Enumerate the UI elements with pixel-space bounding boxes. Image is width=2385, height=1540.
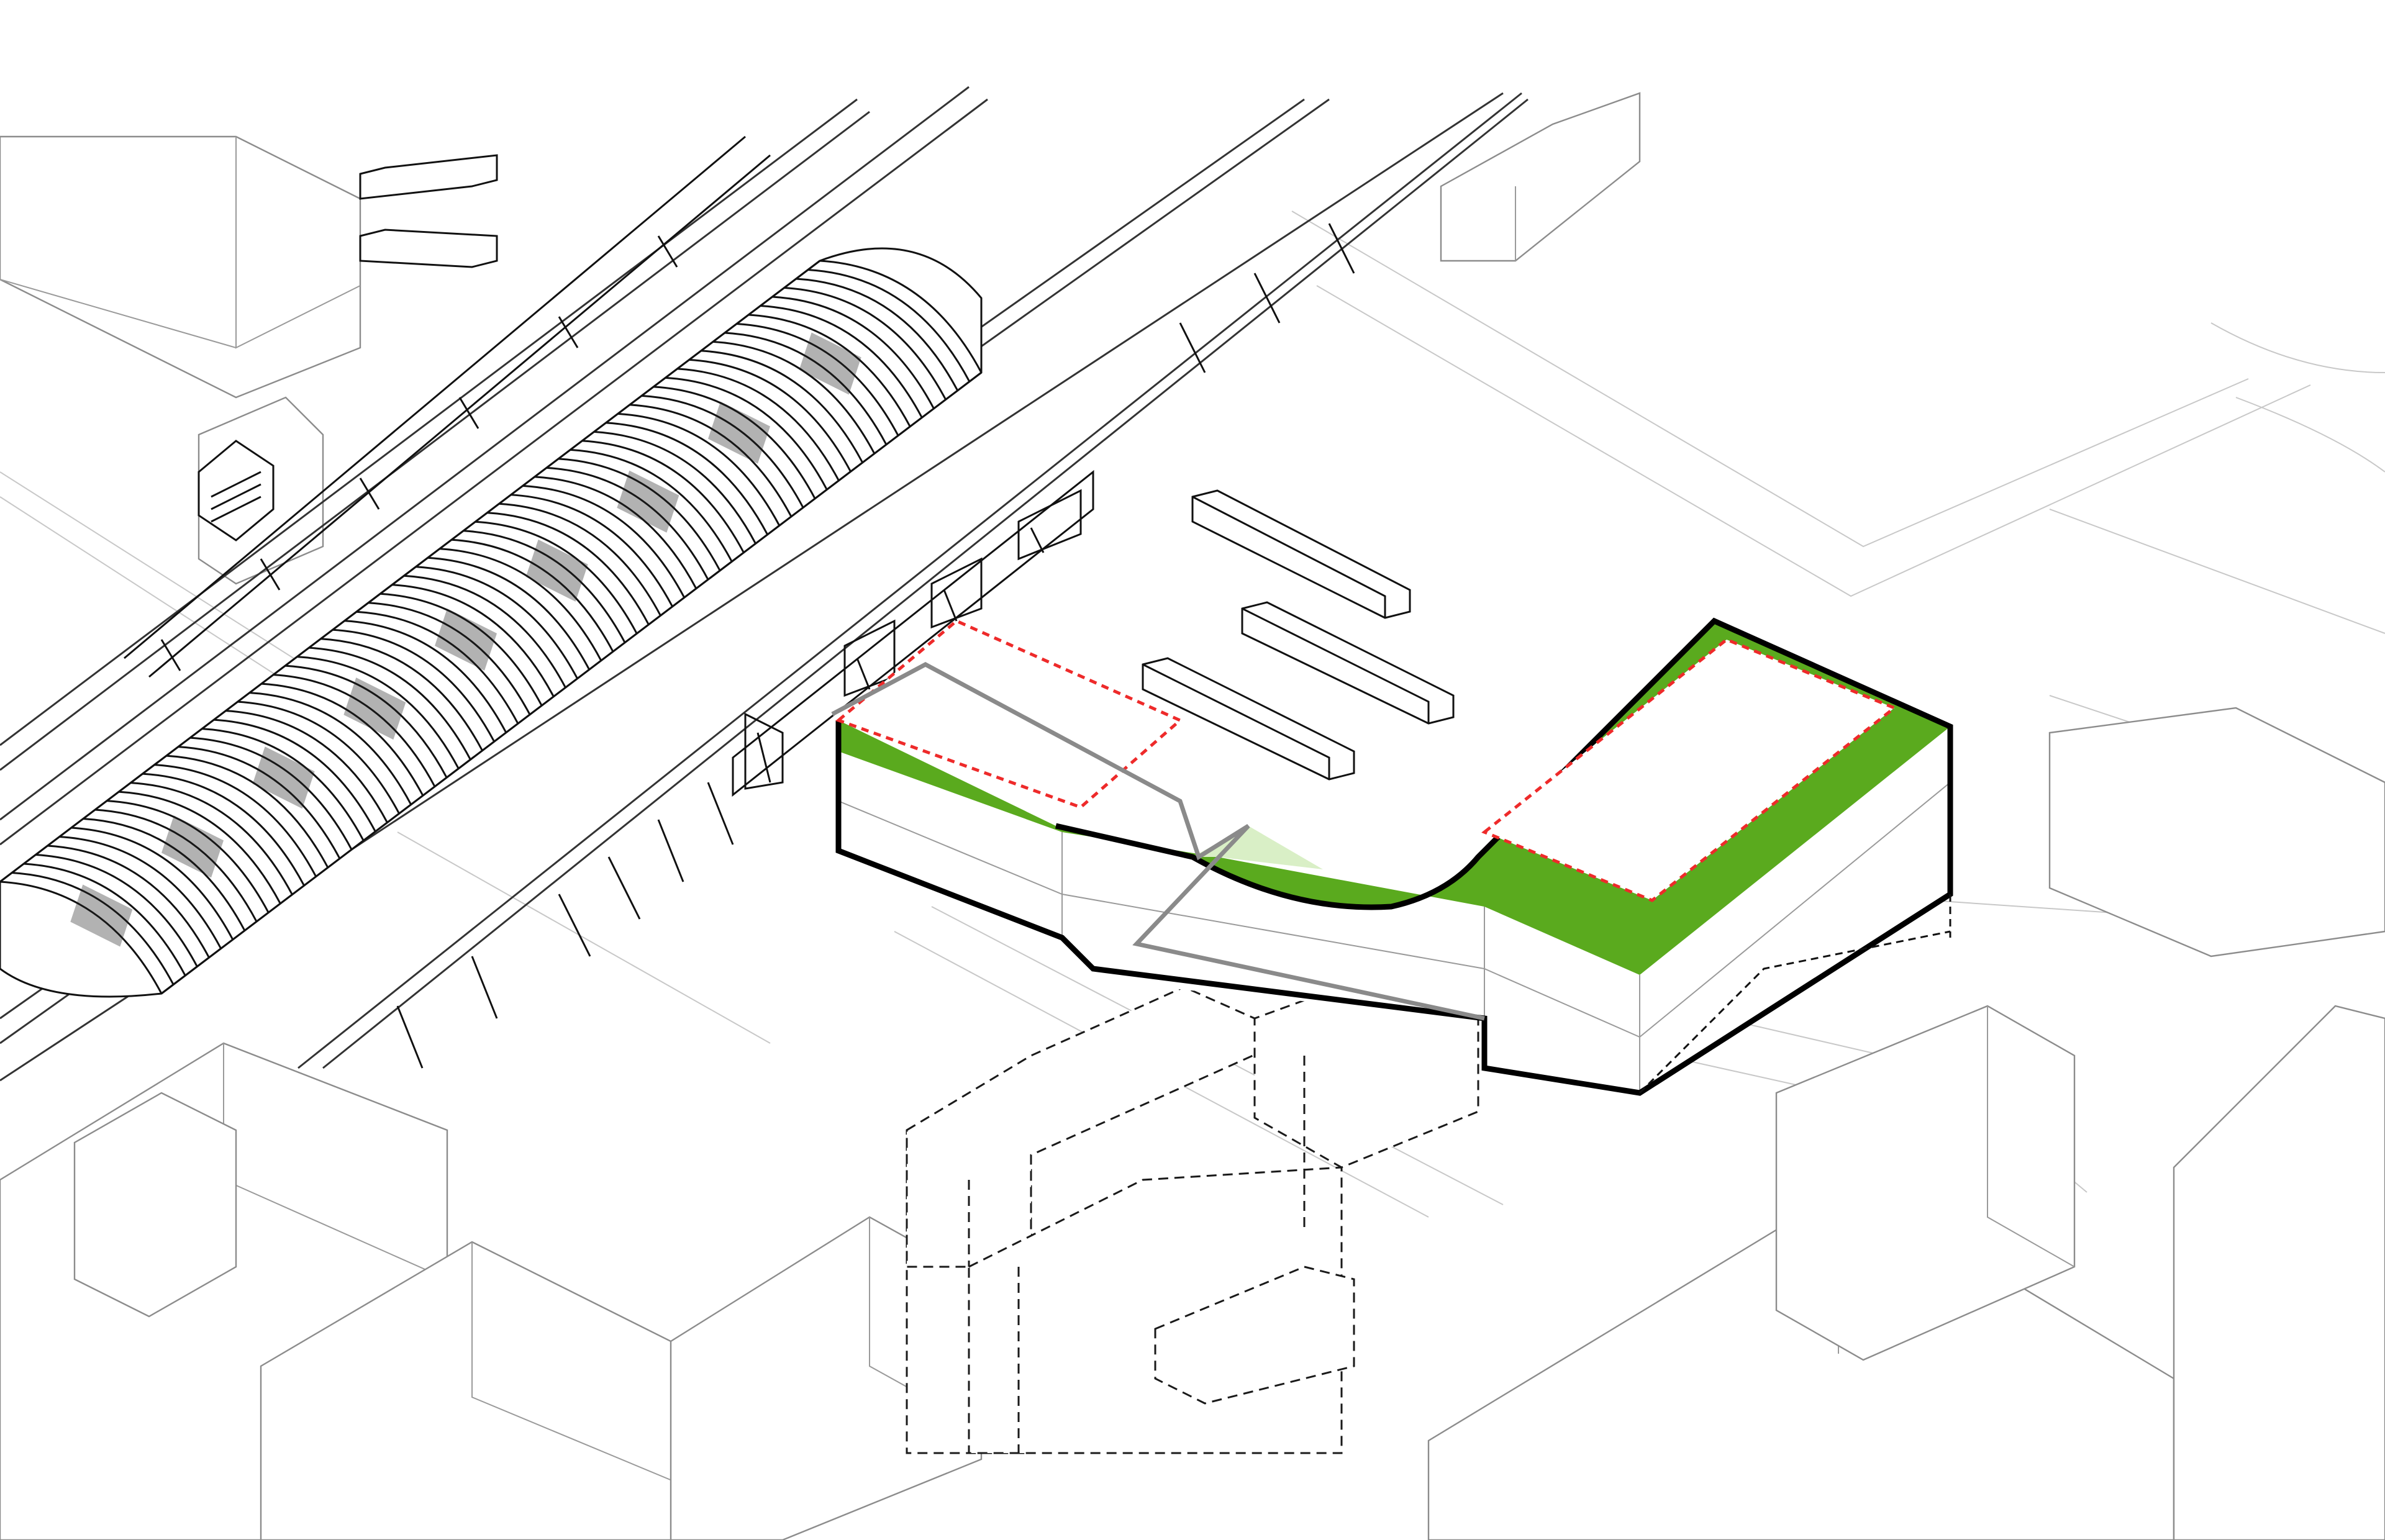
canopy-grid-patch — [161, 815, 224, 878]
canopy-rib — [71, 827, 234, 940]
green-roof-light — [1192, 826, 1323, 869]
canopy-rib — [297, 656, 460, 769]
canopy-rib — [594, 430, 756, 545]
canopy-rib — [677, 368, 840, 481]
canopy-rib — [142, 772, 305, 886]
canopy-grid-patch — [617, 470, 679, 533]
canopy-rib — [237, 700, 400, 814]
canopy-rib — [202, 728, 365, 841]
canopy-rib — [629, 404, 793, 517]
connection-line — [831, 662, 1485, 1021]
canopy-grid-patch — [70, 884, 133, 947]
canopy-rib — [178, 746, 341, 859]
canopy-grid-patch — [252, 746, 315, 809]
buses — [359, 154, 1455, 781]
canopy-rib — [487, 512, 650, 625]
canopy-rib — [261, 682, 424, 796]
canopy-rib — [320, 638, 483, 751]
canopy-rib — [189, 736, 353, 850]
canopy-rib — [499, 502, 661, 617]
canopy-grid-patch — [708, 401, 770, 464]
canopy-rib — [214, 718, 376, 832]
canopy-rib — [819, 260, 983, 373]
canopy-rib — [285, 664, 448, 778]
canopy-rib — [665, 376, 828, 491]
canopy-rib — [617, 412, 781, 527]
canopy-rib — [546, 466, 709, 581]
canopy-rib — [796, 278, 959, 391]
canopy-rib — [130, 782, 293, 895]
canopy-grid-patch — [435, 609, 497, 671]
canopy-grid-patch — [343, 677, 406, 740]
canopy-rib — [606, 422, 768, 535]
canopy-rib — [522, 484, 686, 599]
canopy-rib — [772, 296, 935, 409]
canopy-rib — [689, 358, 852, 473]
canopy-rib — [166, 754, 329, 868]
canopy-rib — [558, 458, 721, 571]
canopy-rib — [463, 530, 626, 643]
canopy-rib — [368, 602, 531, 715]
canopy-rib — [737, 322, 899, 437]
canopy-rib — [83, 818, 246, 931]
canopy-rib — [380, 592, 543, 706]
context-buildings — [0, 92, 2385, 1540]
canopy-rib — [534, 476, 697, 589]
platform-shelters — [124, 135, 771, 678]
canopy-rib — [439, 548, 602, 661]
canopy-rib — [653, 386, 816, 499]
canopy-rib — [724, 332, 888, 445]
canopy-rib — [392, 584, 555, 697]
canopy-rib — [807, 268, 971, 383]
canopy-rib — [94, 808, 258, 922]
canopy-rib — [356, 610, 519, 724]
canopy-rib — [427, 556, 591, 670]
canopy-rib — [35, 854, 198, 967]
canopy-rib — [273, 674, 436, 787]
canopy-rib — [451, 538, 614, 652]
bus — [1241, 601, 1455, 725]
canopy-grid-patch — [799, 332, 861, 395]
station-facade — [732, 469, 1094, 797]
canopy-grid-patch — [525, 539, 588, 602]
bus — [359, 154, 498, 268]
station-canopy — [0, 247, 983, 998]
canopy-rib — [760, 304, 923, 419]
canopy-rib — [59, 836, 222, 949]
canopy-rib — [701, 350, 864, 463]
canopy-rib — [225, 710, 388, 823]
canopy-rib — [47, 845, 210, 958]
canopy-rib — [784, 286, 947, 401]
canopy-rib — [416, 566, 578, 679]
canopy-rib — [107, 800, 270, 913]
red-dashed-area-right — [1481, 638, 1897, 902]
canopy-rib — [154, 764, 317, 877]
canopy-rib — [570, 448, 733, 563]
bus — [1142, 657, 1355, 781]
canopy-rib — [511, 494, 673, 607]
canopy-rib — [119, 790, 281, 904]
canopy-rib — [748, 314, 911, 427]
canopy-rib — [24, 863, 186, 976]
canopy-rib — [475, 520, 638, 634]
canopy-rib — [641, 394, 804, 509]
canopy-rib — [582, 440, 745, 553]
canopy-rib — [332, 628, 495, 742]
canopy-rib — [712, 340, 876, 455]
canopy-rib — [309, 646, 471, 760]
canopy-rib — [344, 620, 507, 733]
bus — [1191, 489, 1411, 619]
canopy-rib — [12, 872, 175, 985]
canopy-rib — [249, 692, 412, 805]
canopy-rib — [404, 574, 566, 688]
canopy-rib — [0, 881, 163, 994]
